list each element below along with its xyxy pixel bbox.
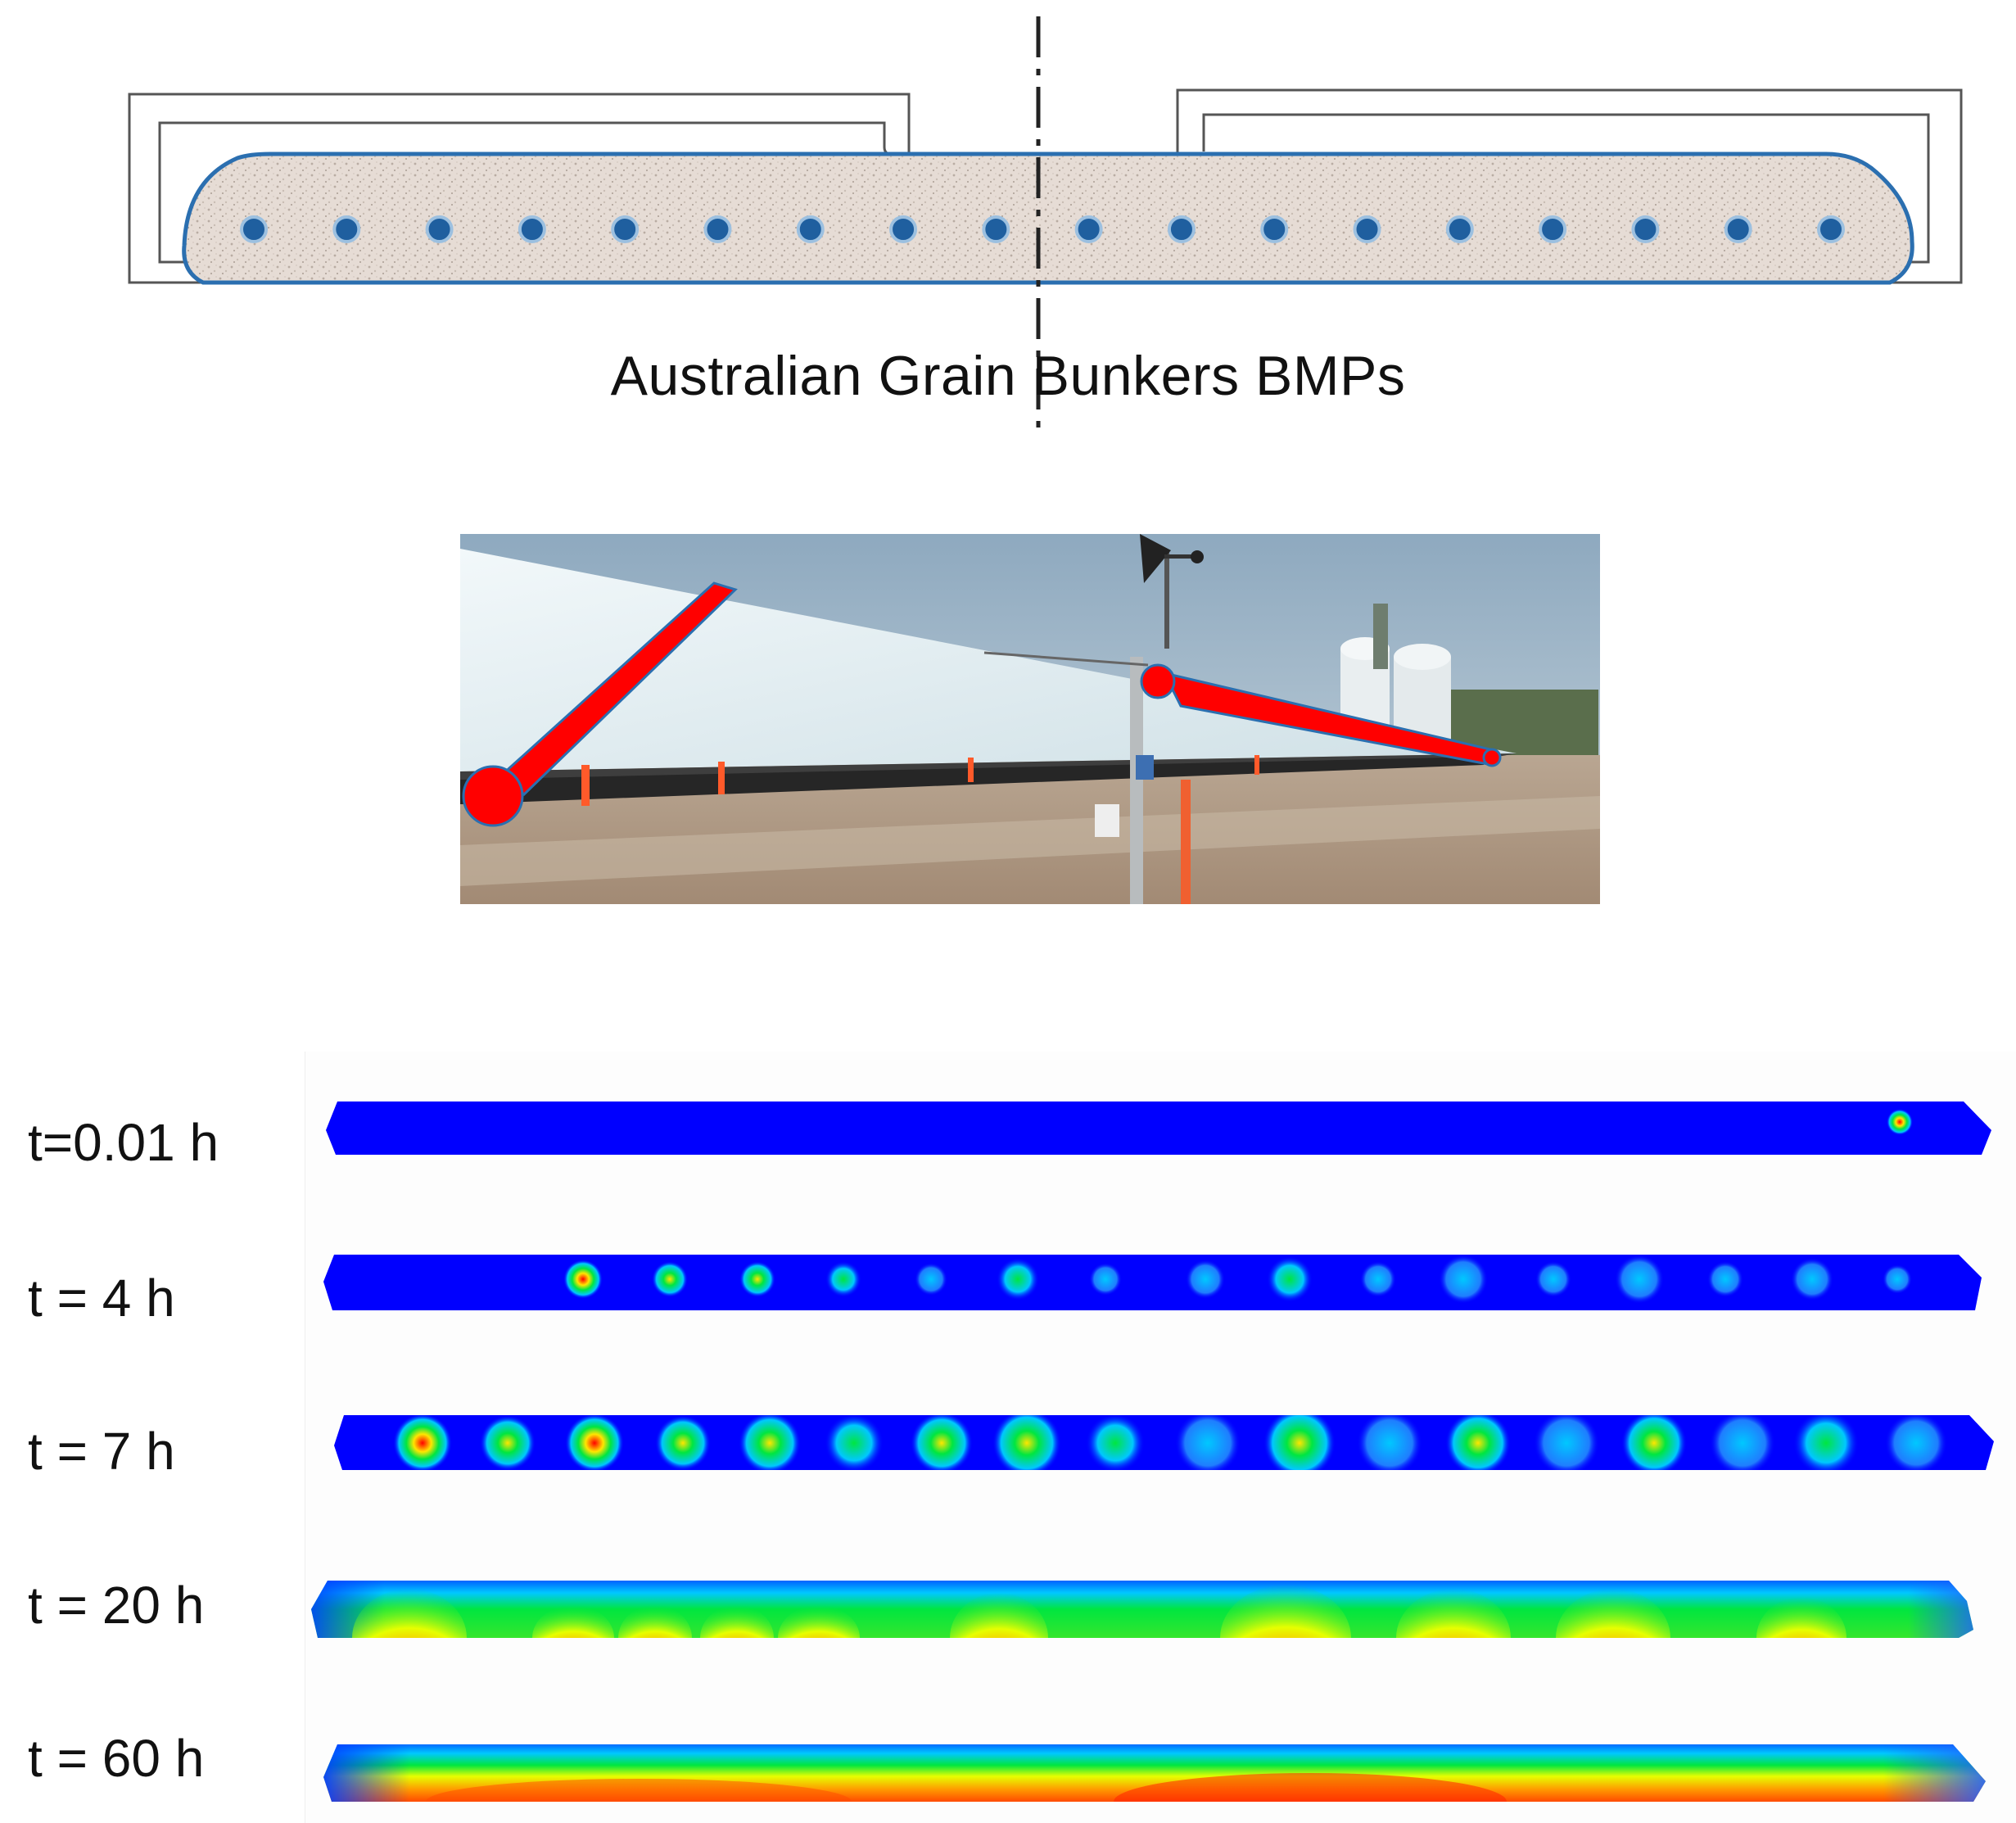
concentration-spot xyxy=(1357,1415,1422,1470)
concentration-spot xyxy=(739,1415,801,1470)
concentration-spot xyxy=(1885,1415,1947,1470)
aeration-inlet-dot xyxy=(889,215,918,243)
concentration-plume xyxy=(618,1605,692,1638)
concentration-plume xyxy=(950,1593,1048,1638)
aeration-inlet-dot xyxy=(703,215,732,243)
aeration-inlet-dot xyxy=(796,215,825,243)
aeration-inlet-dot xyxy=(1074,215,1103,243)
concentration-spot xyxy=(655,1415,711,1470)
concentration-spot xyxy=(1175,1415,1241,1470)
time-label-60h: t = 60 h xyxy=(28,1729,205,1788)
aeration-inlet-dot xyxy=(611,215,640,243)
sim-row-4h xyxy=(323,1255,1982,1310)
concentration-spot xyxy=(1439,1255,1488,1304)
sim-row-7h xyxy=(334,1415,1994,1470)
time-label-7h: t = 7 h xyxy=(28,1422,175,1481)
concentration-spot xyxy=(480,1415,536,1470)
concentration-spot xyxy=(992,1415,1061,1470)
grain-bunker xyxy=(182,152,1914,285)
aeration-inlet-dot xyxy=(1817,215,1845,243)
aeration-inlets xyxy=(240,215,1845,243)
concentration-spot xyxy=(1086,1415,1145,1470)
concentration-spot xyxy=(563,1260,603,1299)
aeration-inlet-dot xyxy=(1260,215,1289,243)
aeration-inlet-dot xyxy=(1445,215,1474,243)
concentration-spot xyxy=(739,1261,775,1297)
concentration-spot xyxy=(825,1415,884,1470)
concentration-spot xyxy=(652,1261,688,1297)
concentration-spot xyxy=(915,1263,947,1296)
aeration-inlet-dot xyxy=(240,215,268,243)
concentration-plume xyxy=(1556,1589,1670,1638)
concentration-spot xyxy=(1186,1260,1225,1299)
concentration-spot xyxy=(1267,1256,1313,1302)
concentration-spot xyxy=(1534,1415,1599,1470)
concentration-plume xyxy=(1220,1585,1351,1638)
sim-row-60h xyxy=(323,1744,1986,1802)
concentration-spot xyxy=(825,1261,861,1297)
red-annotation-markers xyxy=(462,581,1502,827)
concentration-plume xyxy=(532,1605,614,1638)
concentration-spot xyxy=(565,1415,624,1470)
concentration-spot xyxy=(997,1258,1039,1301)
traffic-cones xyxy=(581,755,1259,806)
aeration-inlet-dot xyxy=(982,215,1010,243)
bunker-schematic xyxy=(128,16,1963,434)
concentration-spot xyxy=(1263,1415,1336,1470)
concentration-spot xyxy=(911,1415,973,1470)
concentration-spot xyxy=(1883,1264,1912,1294)
concentration-spot xyxy=(1089,1263,1122,1296)
right-cover-frame xyxy=(1176,88,1963,284)
aeration-inlet-dot xyxy=(1539,215,1567,243)
aeration-inlet-dot xyxy=(332,215,361,243)
concentration-spot xyxy=(393,1415,452,1470)
schematic-title: Australian Grain Bunkers BMPs xyxy=(610,345,1406,407)
concentration-spot xyxy=(1360,1261,1396,1297)
concentration-plume xyxy=(1396,1589,1511,1638)
concentration-plume xyxy=(700,1605,774,1638)
aeration-inlet-dot xyxy=(1631,215,1660,243)
concentration-spot xyxy=(1621,1415,1687,1470)
sim-row-20h xyxy=(311,1581,1973,1638)
weather-station xyxy=(983,534,1204,904)
concentration-plume xyxy=(778,1605,860,1638)
aeration-inlet-dot xyxy=(1724,215,1752,243)
concentration-spot xyxy=(1710,1415,1775,1470)
concentration-plume xyxy=(1756,1597,1846,1638)
field-photo xyxy=(460,534,1600,904)
concentration-spot xyxy=(1707,1261,1743,1297)
concentration-spot xyxy=(1615,1255,1664,1304)
sim-row-0.01h xyxy=(326,1101,1991,1155)
time-label-20h: t = 20 h xyxy=(28,1576,205,1635)
time-label-0.01h: t=0.01 h xyxy=(28,1113,219,1172)
concentration-spot xyxy=(1535,1261,1571,1297)
aeration-inlet-dot xyxy=(1167,215,1196,243)
aeration-inlet-dot xyxy=(425,215,454,243)
concentration-spot xyxy=(1445,1415,1511,1470)
aeration-inlet-dot xyxy=(1353,215,1381,243)
aeration-inlet-dot xyxy=(518,215,546,243)
concentration-spot xyxy=(1791,1258,1833,1301)
concentration-spot xyxy=(1793,1415,1859,1470)
concentration-plume xyxy=(352,1589,467,1638)
time-label-4h: t = 4 h xyxy=(28,1269,175,1328)
